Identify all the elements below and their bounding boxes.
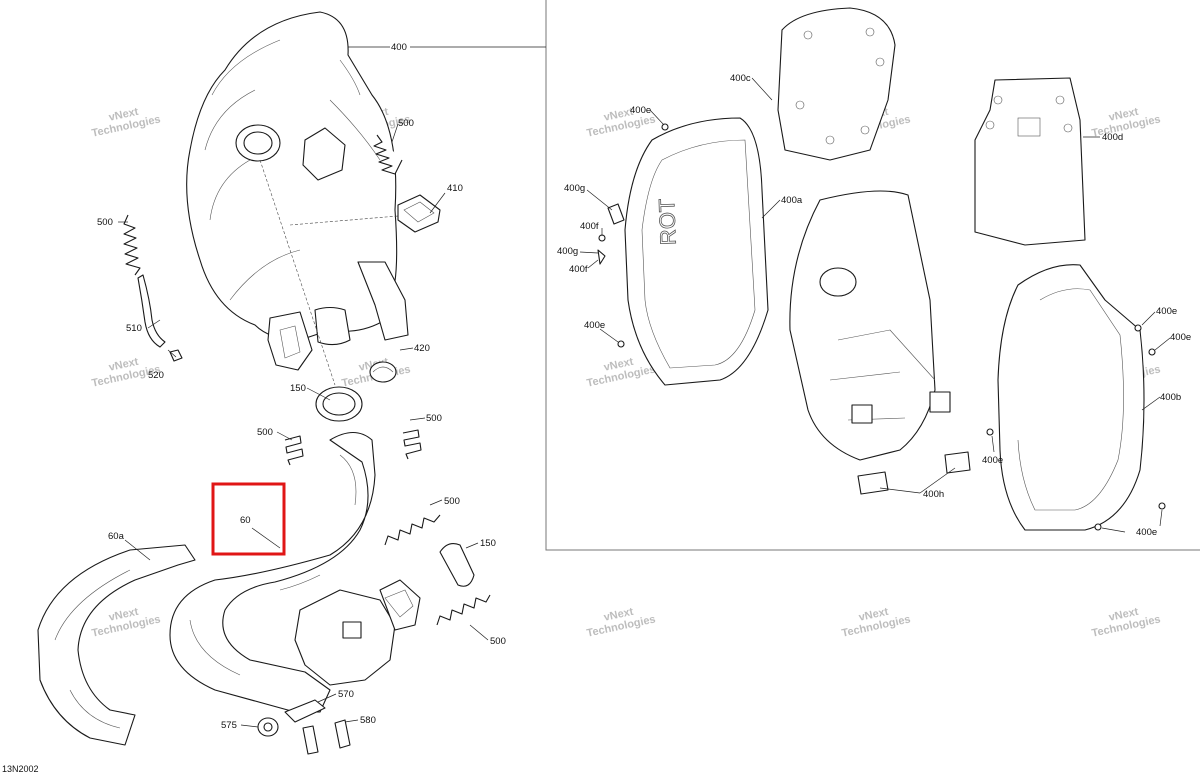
blocks-400h [857,451,971,495]
bracket-510 [137,274,166,348]
callout-500: 500 [426,413,442,424]
callout-400e: 400e [630,105,651,116]
gasket-410 [397,194,441,233]
callout-400d: 400d [1102,132,1123,143]
bracket-570 [284,699,326,723]
callout-400e: 400e [982,455,1003,466]
callout-500: 500 [398,118,414,129]
callout-400a: 400a [781,195,803,206]
callout-510: 510 [126,323,142,334]
callout-400g: 400g [557,246,578,257]
callout-570: 570 [338,689,354,700]
callout-400f: 400f [580,221,599,232]
callout-60a: 60a [108,531,125,542]
muffler-assembly [186,11,409,371]
spring-500-mid-right [402,429,422,460]
cover-400c [777,7,896,161]
callout-500: 500 [257,427,273,438]
callout-420: 420 [414,343,430,354]
fasteners-400e [617,123,1166,531]
muffler-core [789,190,951,461]
callout-400b: 400b [1160,392,1181,403]
callout-400: 400 [391,42,407,53]
callout-400e: 400e [584,320,605,331]
exhaust-pipe-60 [169,431,421,713]
housing-400b [997,264,1145,531]
callout-500: 500 [444,496,460,507]
callout-150: 150 [290,383,306,394]
callout-150: 150 [480,538,496,549]
svg-text:ROT: ROT [654,198,681,245]
assembly-line [289,214,411,226]
callout-520: 520 [148,370,164,381]
callout-500: 500 [97,217,113,228]
callout-400g: 400g [564,183,585,194]
callout-500: 500 [490,636,506,647]
leader-lines [118,46,1171,728]
spring-500-upper [373,134,403,175]
callout-410: 410 [447,183,463,194]
callout-60: 60 [240,515,251,526]
callout-575: 575 [221,720,237,731]
bolt-580 [302,719,351,755]
callout-400c: 400c [730,73,751,84]
detail-frame [545,0,1200,551]
shield-400d [974,77,1086,246]
grommet-420 [369,361,397,383]
spring-500-lower-upper [384,514,441,546]
part-60-highlight-box [211,482,286,556]
assembly-line [259,159,336,386]
seal-150-lower [439,543,475,587]
heat-shield-60a [37,544,196,746]
housing-400a: ROT [624,117,769,386]
diagram-code: 13N2002 [2,764,39,774]
callout-400h: 400h [923,489,944,500]
callout-400f: 400f [569,264,588,275]
callout-400e: 400e [1170,332,1191,343]
callout-580: 580 [360,715,376,726]
callout-400e: 400e [1136,527,1157,538]
callout-labels: 400 500 410 500 510 520 420 150 500 500 … [97,42,1191,731]
damper-575 [257,717,279,737]
spring-500-left [123,214,141,276]
seal-ring-150-upper [315,386,363,422]
spring-500-mid-left [284,435,304,466]
bolt-520 [169,349,183,362]
spring-500-lower [436,594,491,626]
callout-400e: 400e [1156,306,1177,317]
